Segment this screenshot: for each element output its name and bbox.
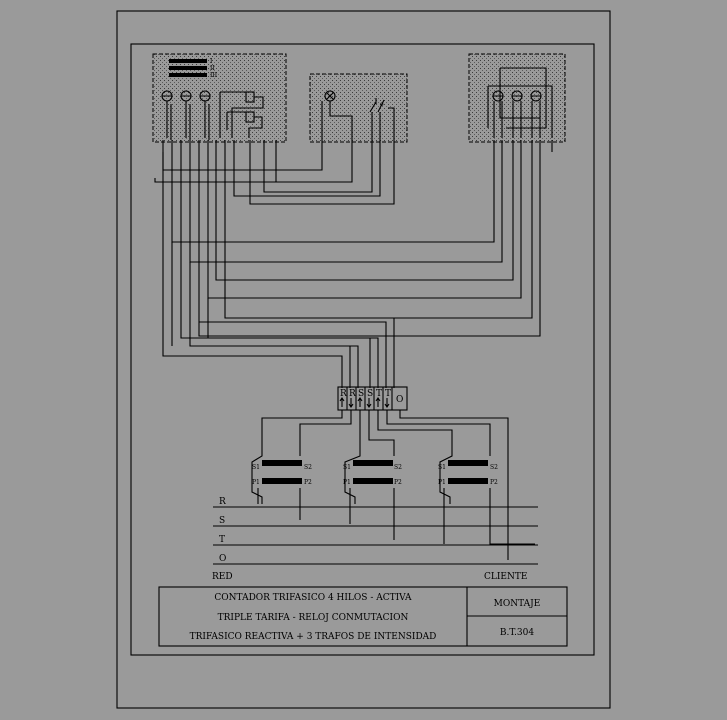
reactive-energy-meter [468,53,566,152]
ct3-p1: P1 [438,479,446,486]
title-line-2: TRIPLE TARIFA - RELOJ CONMUTACION [218,613,409,623]
ct3-s2: S2 [490,464,498,471]
tariff-register-3 [169,73,207,77]
ct3-p2: P2 [490,479,498,486]
active-energy-meter: I II III [152,53,287,152]
terminal-block: R R S S T T O [337,386,408,411]
terminal-label-4: S [367,389,373,399]
terminal-label-7: O [396,395,403,405]
terminal-label-3: S [358,389,364,399]
current-transformers: S1 S2 P1 P2 S1 S2 P1 P2 S1 S2 P1 P2 [251,410,535,560]
montaje-label: MONTAJE [494,599,541,609]
tariff-label-1: I [210,58,213,65]
drawing-border [130,43,595,656]
line-label-r: R [219,497,226,507]
tariff-label-3: III [210,72,218,79]
title-line-1: CONTADOR TRIFASICO 4 HILOS - ACTIVA [214,593,412,603]
ct1-s2: S2 [304,464,312,471]
svg-text:o: o [380,101,384,108]
ct2-p1: P1 [343,479,351,486]
line-label-o: O [219,554,226,564]
supply-lines: R S T O RED CLIENTE [212,497,538,582]
terminal-label-2: R [349,389,356,399]
tariff-register-1 [169,59,207,63]
title-line-3: TRIFASICO REACTIVA + 3 TRAFOS DE INTENSI… [190,632,437,642]
tariff-label-2: II [210,65,215,72]
ct2-s1: S1 [343,464,351,471]
ct1-s1: S1 [252,464,260,471]
title-block: CONTADOR TRIFASICO 4 HILOS - ACTIVA TRIP… [158,586,568,647]
label-cliente: CLIENTE [484,572,527,582]
ct1-p2: P2 [304,479,312,486]
terminal-label-5: T [376,389,382,399]
drawing-code: B.T.304 [500,628,534,638]
terminal-label-1: R [340,389,347,399]
ct3-s1: S1 [438,464,446,471]
ct2-s2: S2 [394,464,402,471]
switching-clock: o [309,73,408,152]
interconnection-wiring [154,152,541,388]
label-red: RED [212,572,233,582]
tariff-register-2 [169,66,207,70]
ct2-p2: P2 [394,479,402,486]
line-label-t: T [219,535,225,545]
terminal-label-6: T [385,389,391,399]
ct1-p1: P1 [252,479,260,486]
sheet-border [116,10,611,709]
line-label-s: S [219,516,225,526]
